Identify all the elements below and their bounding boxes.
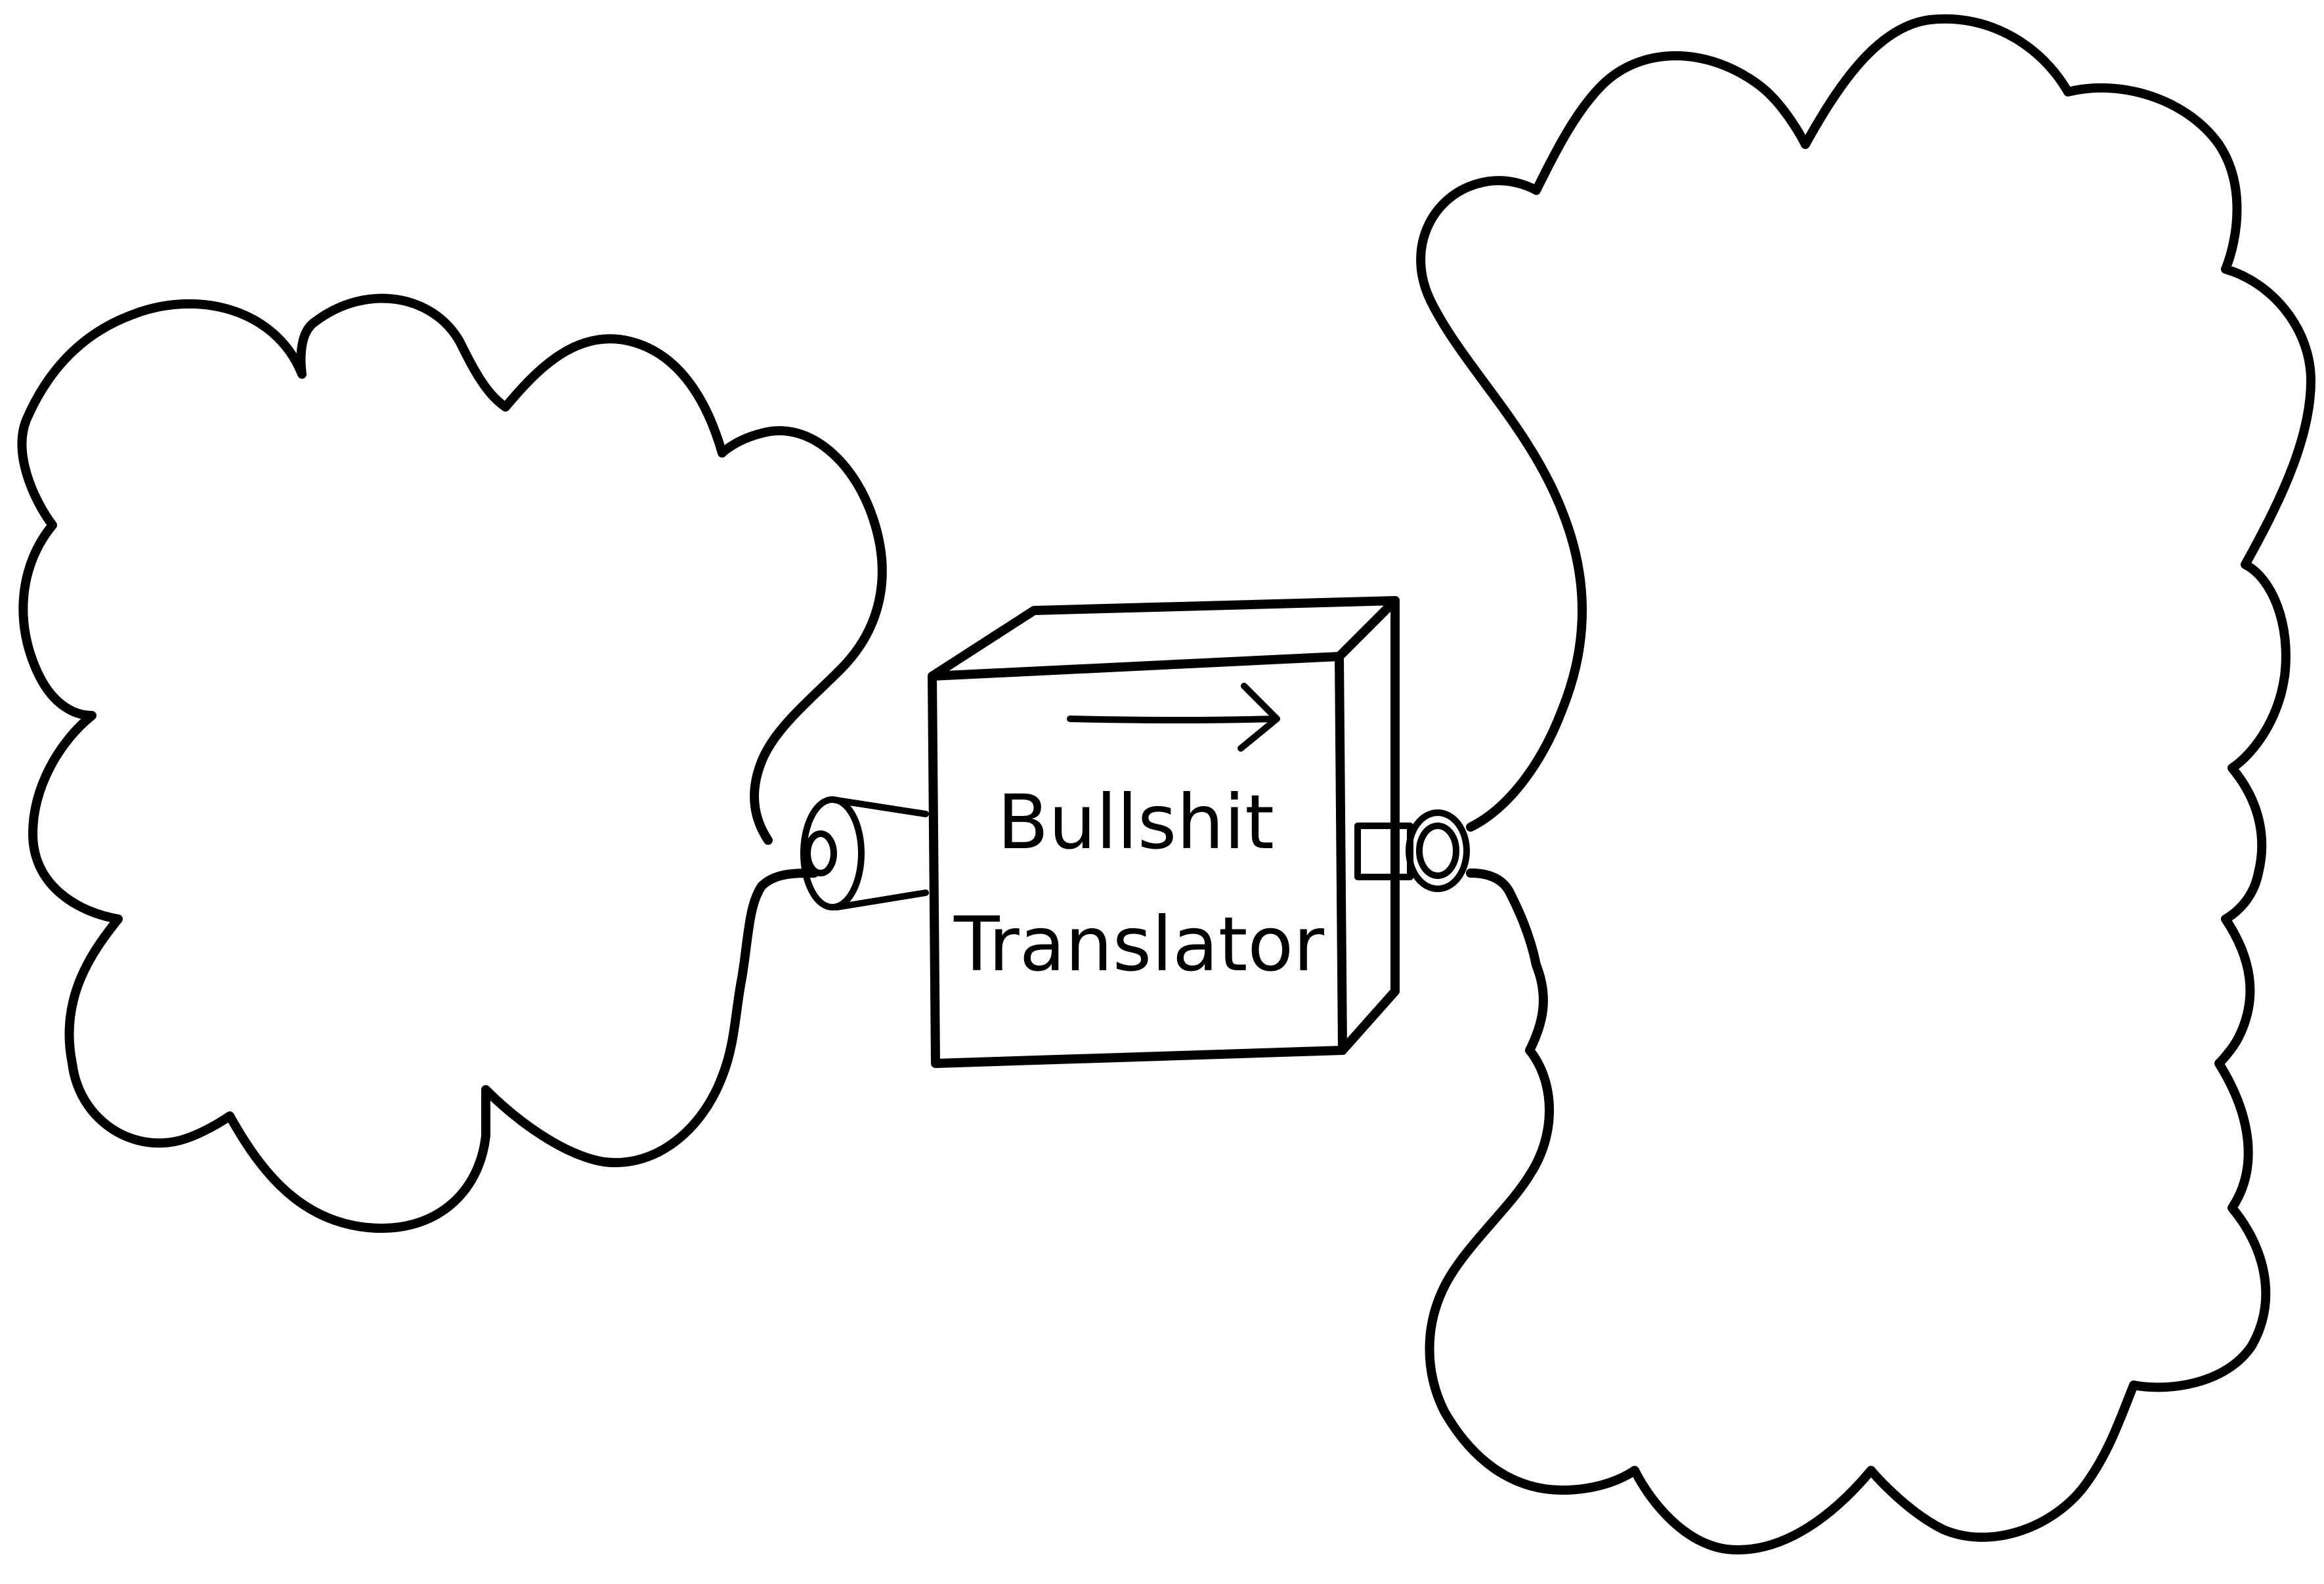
right-connector bbox=[1358, 813, 1467, 889]
right-cloud bbox=[1421, 19, 2311, 1550]
translator-label-line1: Bullshit bbox=[997, 779, 1274, 866]
left-connector bbox=[804, 800, 926, 907]
left-cloud bbox=[22, 298, 882, 1228]
arrow-right-icon bbox=[1070, 686, 1277, 748]
translator-label-line2: Translator bbox=[953, 901, 1324, 988]
